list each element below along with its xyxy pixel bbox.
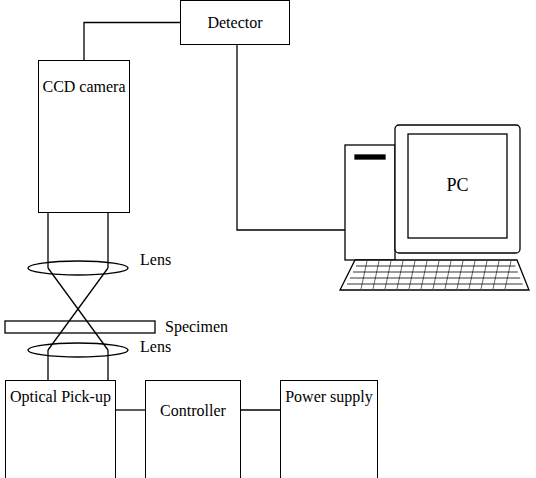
computer-figure: PC: [345, 122, 532, 292]
key-divider: [385, 261, 391, 289]
drive-slot: [355, 155, 385, 159]
beam-line: [47, 350, 48, 380]
pickup-box: Optical Pick-up: [5, 380, 116, 478]
ray-line: [48, 268, 108, 350]
lens-symbol: [28, 261, 128, 275]
computer-drawing: [340, 122, 532, 294]
key-divider: [493, 261, 499, 289]
detector-box: Detector: [180, 0, 290, 45]
tower-case: [345, 145, 395, 260]
monitor-frame: [395, 125, 520, 253]
key-divider: [505, 261, 511, 289]
monitor-screen: [408, 134, 507, 238]
connector-line: [237, 45, 345, 230]
node-text: PC: [446, 175, 468, 197]
controller-box: Controller: [145, 380, 241, 478]
node-text: CCD camera: [42, 77, 125, 96]
ray-line: [48, 268, 108, 350]
key-divider: [469, 261, 475, 289]
lens-label: Lens: [140, 250, 171, 269]
keyboard: [340, 260, 529, 290]
key-divider: [445, 261, 451, 289]
key-row: [353, 272, 518, 273]
specimen-label: Specimen: [165, 317, 228, 336]
key-divider: [361, 261, 367, 289]
key-divider: [373, 261, 379, 289]
connector-line: [116, 409, 145, 410]
lens-symbol: [28, 343, 128, 357]
connector-line: [84, 23, 180, 61]
key-divider: [409, 261, 415, 289]
key-divider: [421, 261, 427, 289]
power-box: Power supply: [280, 380, 378, 478]
connector-line: [241, 409, 280, 410]
screen-text-area: PC: [408, 134, 507, 238]
node-text: Detector: [207, 13, 262, 32]
beam-line: [47, 213, 48, 268]
node-text: Controller: [160, 401, 226, 420]
key-row: [356, 266, 515, 267]
key-divider: [457, 261, 463, 289]
lens-label: Lens: [140, 337, 171, 356]
specimen-plate: [5, 321, 155, 333]
key-divider: [397, 261, 403, 289]
key-divider: [433, 261, 439, 289]
node-text: Optical Pick-up: [10, 387, 111, 406]
beam-line: [107, 350, 108, 380]
camera-box: CCD camera: [38, 60, 130, 213]
beam-line: [107, 213, 108, 268]
key-row: [347, 284, 523, 285]
key-divider: [481, 261, 487, 289]
node-text: Power supply: [285, 387, 373, 406]
